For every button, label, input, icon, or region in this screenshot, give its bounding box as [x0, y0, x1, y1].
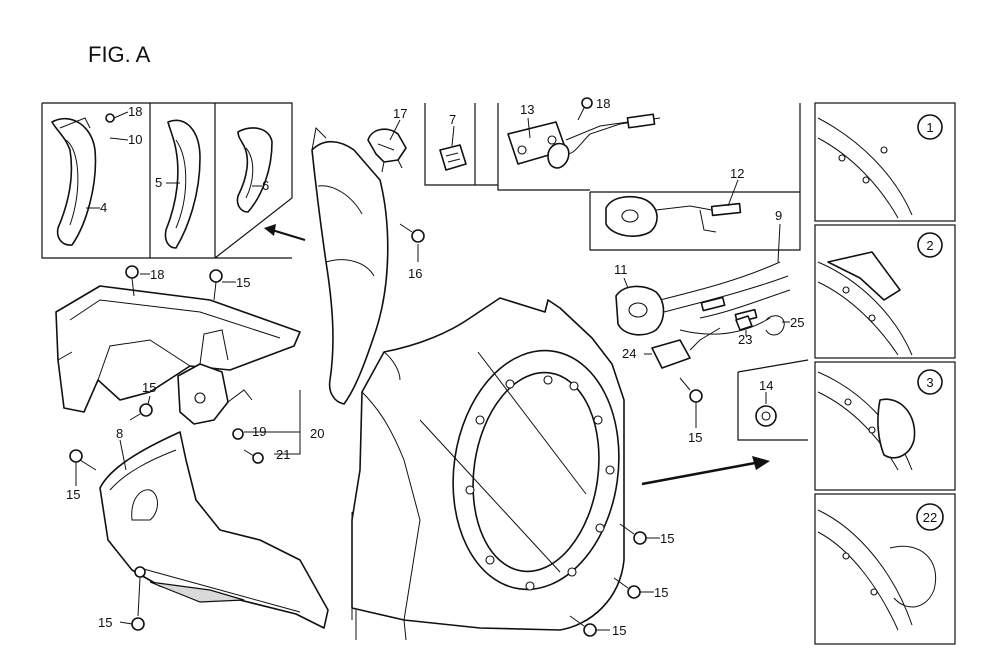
label-15-r1: 15	[660, 531, 674, 546]
cover-part-5	[164, 119, 201, 249]
bolts	[69, 113, 703, 637]
blower-housing	[351, 297, 625, 641]
bolt-icon	[105, 113, 115, 123]
harness-part-9	[659, 261, 791, 335]
svg-text:2: 2	[926, 238, 933, 253]
bolt-icon	[209, 269, 223, 301]
label-18-left: 18	[150, 267, 164, 282]
shroud-part-8	[99, 431, 329, 629]
inset-marker-3: 3	[917, 369, 943, 395]
label-15-r3: 15	[612, 623, 626, 638]
top-left-subassembly-frame	[41, 102, 293, 259]
label-6: 6	[262, 178, 269, 193]
label-21: 21	[276, 447, 290, 462]
inset-detail-3	[817, 371, 916, 471]
arrow-to-right-insets	[641, 456, 770, 486]
side-cover	[311, 126, 389, 405]
clip-part-7	[439, 144, 467, 171]
label-11: 11	[614, 262, 628, 277]
label-15-bottom: 15	[98, 615, 112, 630]
label-10: 10	[128, 132, 142, 147]
bolt-icon	[131, 617, 145, 631]
label-5: 5	[155, 175, 162, 190]
label-12: 12	[730, 166, 744, 181]
bolt-icon	[232, 428, 244, 440]
arrow-to-top-left	[264, 224, 306, 241]
label-15: 15	[236, 275, 250, 290]
inset-detail-1	[817, 117, 913, 219]
bolt-icon	[69, 449, 97, 471]
component-part-13	[507, 113, 661, 169]
callout-bracket-20	[244, 390, 301, 455]
label-24: 24	[622, 346, 636, 361]
inset-marker-2: 2	[917, 232, 943, 258]
connector-part-23	[735, 315, 753, 331]
label-14: 14	[759, 378, 773, 393]
label-17: 17	[393, 106, 407, 121]
label-19: 19	[252, 424, 266, 439]
air-guide-upper	[55, 285, 301, 413]
inset-marker-1: 1	[917, 114, 943, 140]
bolt-icon	[679, 377, 703, 403]
label-4: 4	[100, 200, 107, 215]
bolt-icon	[399, 223, 425, 243]
label-15-r2: 15	[654, 585, 668, 600]
part-14-frame	[737, 359, 809, 441]
label-18-top: 18	[596, 96, 610, 111]
small-parts-frames	[424, 103, 801, 251]
bolt-part-18-top	[577, 97, 593, 121]
bolt-icon	[613, 577, 641, 599]
figure-title: FIG. A	[88, 42, 151, 67]
label-23: 23	[738, 332, 752, 347]
cover-part-6	[236, 127, 273, 213]
inset-frames	[814, 102, 956, 645]
svg-text:22: 22	[923, 510, 937, 525]
ignition-part-11	[615, 285, 665, 336]
label-16: 16	[408, 266, 422, 281]
label-25: 25	[790, 315, 804, 330]
inset-marker-22: 22	[916, 503, 944, 531]
label-9: 9	[775, 208, 782, 223]
cover-part-4	[51, 117, 97, 246]
connector-part-24	[651, 327, 721, 369]
label-8: 8	[116, 426, 123, 441]
label-13: 13	[520, 102, 534, 117]
label-15-mid: 15	[688, 430, 702, 445]
label-7: 7	[449, 112, 456, 127]
clip-part-17	[367, 128, 407, 173]
bolt-icon	[243, 449, 264, 464]
label-18: 18	[128, 104, 142, 119]
label-20: 20	[310, 426, 324, 441]
nut-part-14	[755, 405, 777, 427]
svg-text:3: 3	[926, 375, 933, 390]
callout-leaders	[75, 111, 790, 631]
inset-detail-2	[817, 251, 913, 356]
bolt-icon	[125, 265, 139, 297]
bolt-icon	[129, 403, 153, 421]
bolt-icon	[134, 566, 146, 617]
ignition-part-12	[605, 195, 742, 237]
inset-detail-22	[817, 509, 937, 631]
label-15-far-left: 15	[66, 487, 80, 502]
label-15-left: 15	[142, 380, 156, 395]
part-labels: 18 10 4 5 6 17 7 13 18 12 9 16 18 15 11 …	[66, 96, 804, 638]
svg-text:1: 1	[926, 120, 933, 135]
clip-part-25	[765, 315, 785, 336]
bracket-part-20	[177, 329, 253, 425]
